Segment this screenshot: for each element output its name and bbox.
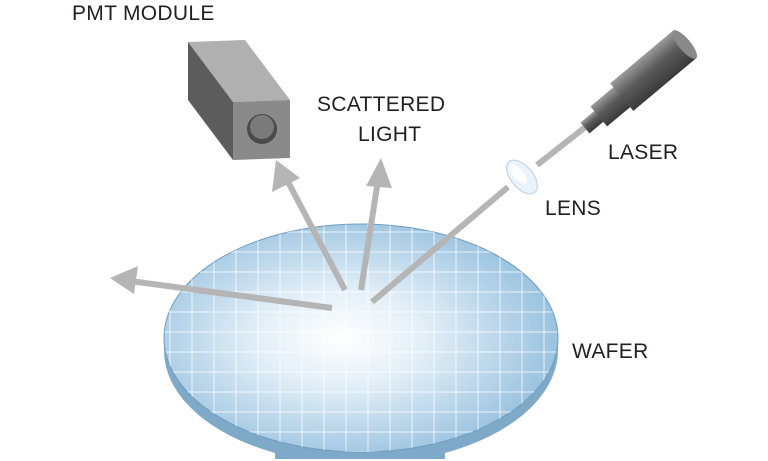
scatter-to-pmt xyxy=(284,178,348,292)
pmt-module xyxy=(188,40,290,160)
wafer-label: WAFER xyxy=(572,340,649,363)
scatter-left xyxy=(129,278,333,311)
wafer xyxy=(163,223,559,459)
scattered-light-label-line2: LIGHT xyxy=(358,123,422,146)
lens xyxy=(506,159,538,195)
scatter-up xyxy=(358,179,381,291)
lens-label: LENS xyxy=(545,197,602,220)
incident-beam xyxy=(370,184,510,305)
light-beams xyxy=(129,122,590,311)
laser-label: LASER xyxy=(608,141,679,164)
laser xyxy=(580,30,698,134)
arrowheads xyxy=(110,158,392,294)
scattered-light-label-line1: SCATTERED xyxy=(317,93,446,116)
pmt-module-label: PMT MODULE xyxy=(72,2,215,25)
laser-beam xyxy=(535,122,590,168)
